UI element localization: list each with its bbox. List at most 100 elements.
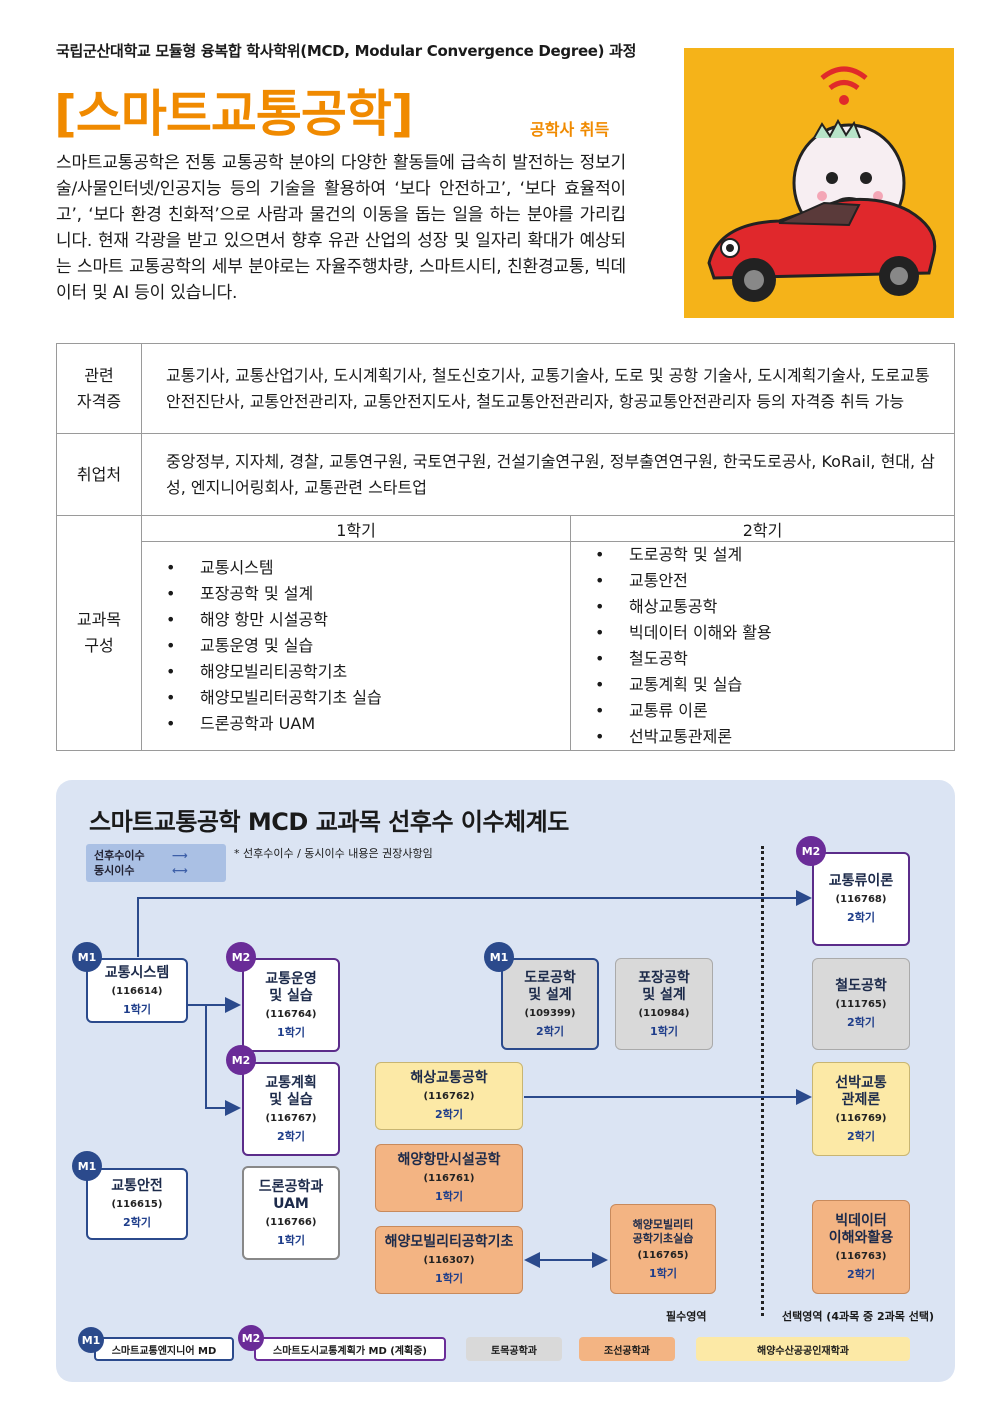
course-name-line1: 교통계획 <box>265 1074 317 1091</box>
course-semester: 2학기 <box>123 1216 151 1229</box>
arrow-system-to-flow <box>137 890 812 957</box>
list-item: 교통안전 <box>595 568 954 594</box>
program-label: 국립군산대학교 모듈형 융복합 학사학위(MCD, Modular Conver… <box>56 42 637 60</box>
course-name-line1: 선박교통 <box>835 1074 887 1091</box>
course-code: (116307) <box>423 1255 475 1266</box>
course-semester: 2학기 <box>847 1267 875 1281</box>
m1-tag: M1 <box>484 942 514 972</box>
legend-m1-engineer: 스마트교통엔지니어 MD <box>94 1337 234 1361</box>
course-semester: 2학기 <box>277 1129 305 1143</box>
mascot-illustration <box>684 48 954 318</box>
course-semester: 1학기 <box>650 1024 678 1038</box>
course-drone-uam: 드론공학과 UAM (116766) 1학기 <box>242 1166 340 1260</box>
sem2-header: 2학기 <box>570 515 955 542</box>
jobs-row: 취업처 중앙정부, 지자체, 경찰, 교통연구원, 국토연구원, 건설기술연구원… <box>56 433 955 516</box>
course-name-line2: 및 실습 <box>269 1091 313 1108</box>
course-name: 교통안전 <box>111 1178 163 1194</box>
legend-prereq-label: 선후수이수 <box>94 849 145 862</box>
list-item: 빅데이터 이해와 활용 <box>595 620 954 646</box>
course-name-line2: 및 설계 <box>642 986 686 1003</box>
sem1-list: 교통시스템 포장공학 및 설계 해양 항만 시설공학 교통운영 및 실습 해양모… <box>142 555 570 737</box>
connector-arrows <box>137 890 812 1268</box>
course-code: (116768) <box>835 894 887 905</box>
curriculum-header: 교과목 구성 <box>56 515 142 751</box>
course-name: 해상교통공학 <box>410 1070 488 1086</box>
course-code: (116767) <box>265 1112 317 1124</box>
course-name-line1: 도로공학 <box>524 969 576 986</box>
arrow-legend: 선후수이수 동시이수 ⟶ ⟷ <box>86 844 226 882</box>
cert-header-line1: 관련 <box>84 365 114 385</box>
course-traffic-ops: 교통운영 및 실습 (116764) 1학기 <box>242 958 340 1052</box>
course-railway: 철도공학 (111765) 2학기 <box>812 958 910 1050</box>
arrow-both-icon: ⟷ <box>172 864 188 877</box>
list-item: 해상교통공학 <box>595 594 954 620</box>
course-bigdata: 빅데이터 이해와활용 (116763) 2학기 <box>812 1200 910 1294</box>
course-port-facility: 해양항만시설공학 (116761) 1학기 <box>375 1144 523 1212</box>
course-name: 철도공학 <box>835 978 887 994</box>
legend-civil-eng: 토목공학과 <box>466 1337 562 1361</box>
course-name: 교통류이론 <box>828 873 894 889</box>
course-name: 해양모빌리티공학기초 <box>384 1234 514 1250</box>
cert-header: 관련 자격증 <box>56 343 142 434</box>
degree-badge: 공학사 취득 <box>530 120 610 139</box>
curriculum-head-row: 교과목 구성 1학기 2학기 <box>56 515 955 751</box>
course-semester: 2학기 <box>847 911 875 924</box>
course-semester: 1학기 <box>435 1272 463 1285</box>
course-code: (116766) <box>265 1216 317 1228</box>
course-code: (116763) <box>835 1250 887 1262</box>
course-traffic-safety: 교통안전 (116615) 2학기 <box>86 1168 188 1240</box>
m2-tag: M2 <box>226 1045 256 1075</box>
course-code: (116614) <box>111 985 163 997</box>
course-marine-mobility-lab: 해양모빌리티 공학기초실습 (116765) 1학기 <box>610 1204 716 1294</box>
course-code: (116761) <box>423 1173 475 1184</box>
course-code: (116769) <box>835 1112 887 1124</box>
list-item: 교통류 이론 <box>595 698 954 724</box>
course-name: 교통시스템 <box>104 964 170 981</box>
course-name-line1: 교통운영 <box>265 970 317 987</box>
course-semester: 1학기 <box>277 1233 305 1247</box>
mascot-car-dino-icon <box>707 66 937 302</box>
required-region-label: 필수영역 <box>666 1310 707 1323</box>
legend-marine-talent: 해양수산공공인재학과 <box>696 1337 910 1361</box>
course-name-line1: 드론공학과 <box>258 1178 324 1195</box>
course-semester: 2학기 <box>435 1108 463 1121</box>
m1-tag: M1 <box>72 1151 102 1181</box>
curriculum-header-line1: 교과목 <box>76 610 122 629</box>
roadmap-panel: 스마트교통공학 MCD 교과목 선후수 이수체계도 선후수이수 동시이수 ⟶ ⟷… <box>56 780 955 1382</box>
course-marine-mobility: 해양모빌리티공학기초 (116307) 1학기 <box>375 1226 523 1294</box>
list-item: 철도공학 <box>595 646 954 672</box>
course-name-line2: 공학기초실습 <box>632 1231 694 1245</box>
course-name-line2: 및 실습 <box>269 987 313 1004</box>
course-name-line2: UAM <box>273 1195 309 1212</box>
legend-concurrent-label: 동시이수 <box>94 864 135 877</box>
info-table: 관련 자격증 교통기사, 교통산업기사, 도시계획기사, 철도신호기사, 교통기… <box>56 343 955 751</box>
course-vessel-traffic: 선박교통 관제론 (116769) 2학기 <box>812 1062 910 1156</box>
m1-tag: M1 <box>72 942 102 972</box>
arrow-right-icon: ⟶ <box>172 849 188 862</box>
course-traffic-plan: 교통계획 및 실습 (116767) 2학기 <box>242 1062 340 1156</box>
legend-naval-eng: 조선공학과 <box>579 1337 675 1361</box>
roadmap-title: 스마트교통공학 MCD 교과목 선후수 이수체계도 <box>89 808 569 836</box>
course-semester: 1학기 <box>123 1002 151 1016</box>
course-name-line1: 빅데이터 <box>835 1212 887 1229</box>
sem1-cell: 교통시스템 포장공학 및 설계 해양 항만 시설공학 교통운영 및 실습 해양모… <box>141 541 571 751</box>
course-code: (109399) <box>524 1007 576 1019</box>
list-item: 드론공학과 UAM <box>166 711 570 737</box>
cert-header-line2: 자격증 <box>76 391 122 411</box>
course-code: (116765) <box>637 1249 689 1261</box>
course-maritime-traffic: 해상교통공학 (116762) 2학기 <box>375 1062 523 1130</box>
page-title: [스마트교통공학] <box>54 85 414 143</box>
cert-text: 교통기사, 교통산업기사, 도시계획기사, 철도신호기사, 교통기술사, 도로 … <box>141 343 955 434</box>
m2-tag: M2 <box>238 1325 264 1351</box>
course-semester: 1학기 <box>435 1190 463 1203</box>
region-divider <box>761 846 764 1316</box>
m2-tag: M2 <box>796 836 826 866</box>
course-code: (116762) <box>423 1091 475 1102</box>
list-item: 해양 항만 시설공학 <box>166 607 570 633</box>
curriculum-header-line2: 구성 <box>84 636 114 655</box>
course-code: (110984) <box>638 1007 690 1019</box>
course-code: (116615) <box>111 1199 163 1210</box>
course-pavement: 포장공학 및 설계 (110984) 1학기 <box>615 958 713 1050</box>
cert-row: 관련 자격증 교통기사, 교통산업기사, 도시계획기사, 철도신호기사, 교통기… <box>56 343 955 434</box>
course-semester: 1학기 <box>277 1025 305 1039</box>
